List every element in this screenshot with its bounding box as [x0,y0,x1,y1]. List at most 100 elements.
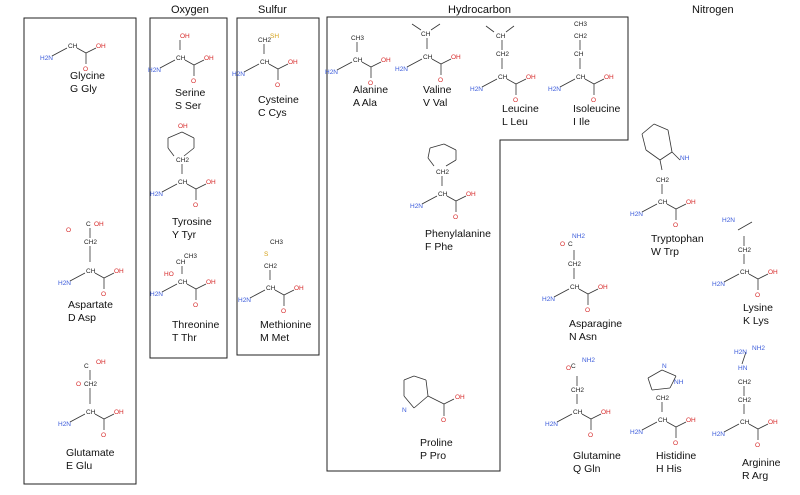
name: Tyrosine [172,216,212,228]
methionine-alpha: CH [266,285,276,292]
leucine-ch2: CH2 [496,51,509,58]
valine-ch: CH [421,31,431,38]
asparagine-o: O [560,241,565,248]
lysine-carbonyl-o: O [755,292,760,299]
glutamine-bond [581,413,592,420]
alanine-carbonyl-o: O [368,80,373,87]
name: Lysine [743,302,773,314]
leucine-bond [481,78,498,88]
isoleucine-ch2: CH2 [574,33,587,40]
glycine-bond [85,47,97,54]
glutamate-o: O [76,381,81,388]
aspartate-carbonyl-o: O [101,291,106,298]
asparagine-bond [587,288,599,295]
phenylalanine-hydroxyl: OH [466,191,476,198]
histidine-nh: NH [674,379,684,386]
leucine-ch: CH [496,33,506,40]
leucine-carbonyl-o: O [513,97,518,104]
glutamate-amine: H2N [58,421,71,428]
glutamate-oh: OH [96,359,106,366]
arginine-bond [757,423,769,430]
methionine-amine: H2N [238,297,251,304]
histidine-amine: H2N [630,429,643,436]
glutamine-bond [556,413,573,423]
tyrosine-hydroxyl: OH [206,179,216,186]
aspartate-ch2: CH2 [84,239,97,246]
cysteine-bond [268,63,279,70]
asparagine-hydroxyl: OH [598,284,608,291]
codes: D Asp [68,311,97,324]
glutamine-ch2a: CH2 [571,387,584,394]
serine-bond [159,59,176,69]
lysine-bond [748,273,759,280]
codes: I Ile [573,115,590,128]
aspartate-bond [103,272,115,279]
serine-hydroxyl: OH [204,55,214,62]
glutamine-hydroxyl: OH [601,409,611,416]
methionine-ch3: CH3 [270,239,283,246]
isoleucine-bond [584,78,595,85]
glutamate-bond [103,413,115,420]
threonine-carbonyl-o: O [193,302,198,309]
arginine-bond [748,423,759,430]
his-ring [647,369,663,379]
leucine-alpha: CH [498,74,508,81]
tyrosine-alpha: CH [178,179,188,186]
his-ring [661,369,677,377]
hydrocarbon-group-border [326,16,629,472]
glutamate-bond [69,413,86,423]
histidine-bond [675,421,687,428]
trp-ring [653,123,669,131]
glycine-bond [76,47,87,54]
proline-ring [425,379,429,397]
leucine-bond [485,25,495,33]
aspartate-bond [69,272,86,282]
tryptophan-nh: NH [680,155,690,162]
asparagine-alpha: CH [570,284,580,291]
lysine-alpha: CH [740,269,750,276]
tryptophan-bond [675,203,687,210]
glycine-bond [51,47,68,57]
aspartate-alpha: CH [86,268,96,275]
trp-ring [645,149,661,161]
glycine-carbonyl-o: O [83,66,88,73]
glutamine-carbonyl-o: O [588,432,593,439]
cysteine-bond [243,63,260,73]
tyrosine-carbonyl-o: O [193,202,198,209]
phenylalanine-bond [446,195,457,202]
histidine-n1: N [662,363,667,370]
isoleucine-bond [593,78,605,85]
leucine-hydroxyl: OH [526,74,536,81]
tyrosine-ch2: CH2 [176,157,189,164]
name: Methionine [260,319,312,331]
codes: S Ser [175,99,202,112]
valine-bond [406,58,423,68]
phenylalanine-bond [455,195,467,202]
threonine-ch: CH [176,259,186,266]
serine-amine: H2N [148,67,161,74]
lysine-nh2: H2N [722,217,735,224]
phenylalanine-alpha: CH [438,191,448,198]
methionine-ch2: CH2 [264,263,277,270]
lysine-bond [757,273,769,280]
threonine-hydroxyl: OH [206,279,216,286]
threonine-ch3: CH3 [184,253,197,260]
codes: L Leu [502,115,528,128]
arginine-bond [741,351,747,365]
valine-bond [430,23,441,31]
tryptophan-alpha: CH [658,199,668,206]
leucine-bond [505,25,515,33]
hydrocarbon-group-title: Hydrocarbon [448,4,511,16]
tryptophan-hydroxyl: OH [686,199,696,206]
